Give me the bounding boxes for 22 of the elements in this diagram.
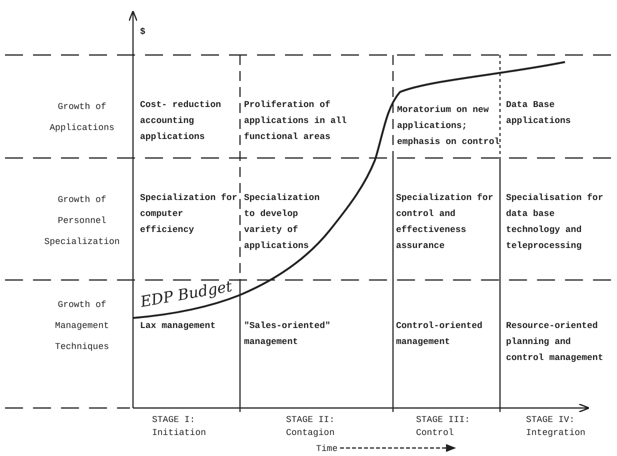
cell-text: Lax management xyxy=(140,321,216,331)
cell-text: Cost- reduction accounting applications xyxy=(140,100,222,142)
cell-text: Moratorium on new applications; emphasis on control xyxy=(397,105,500,147)
axis-label: Time xyxy=(316,444,338,454)
stage-label: STAGE I: Initiation xyxy=(152,415,206,438)
cell-text: Control-oriented management xyxy=(396,321,482,347)
row-heading: Growth of Management Techniques xyxy=(54,300,109,352)
cell-text: Data Base applications xyxy=(506,100,571,126)
cell-text: "Sales-oriented" management xyxy=(244,321,330,347)
cell-text: Resource-oriented planning and control management xyxy=(506,321,604,363)
cell-text: Proliferation of applications in all functional areas xyxy=(244,100,347,142)
stage-label: STAGE II: Contagion xyxy=(286,415,335,438)
cell-text: Specialization to develop variety of applications xyxy=(244,193,320,251)
cell-text: Specialisation for data base technology and teleprocessing xyxy=(506,193,604,251)
row-heading: Growth of Personnel Specialization xyxy=(44,195,120,247)
dollar-axis-label: $ xyxy=(140,27,146,37)
cell-text: Specialization for computer efficiency xyxy=(140,193,238,235)
stage-label: STAGE IV: Integration xyxy=(526,415,586,438)
curve-label: EDP Budget xyxy=(139,277,234,311)
stage-label: STAGE III: Control xyxy=(416,415,470,438)
row-heading: Growth of Applications xyxy=(50,102,114,133)
cell-text: Specialization for control and effectiveness assurance xyxy=(396,193,494,251)
